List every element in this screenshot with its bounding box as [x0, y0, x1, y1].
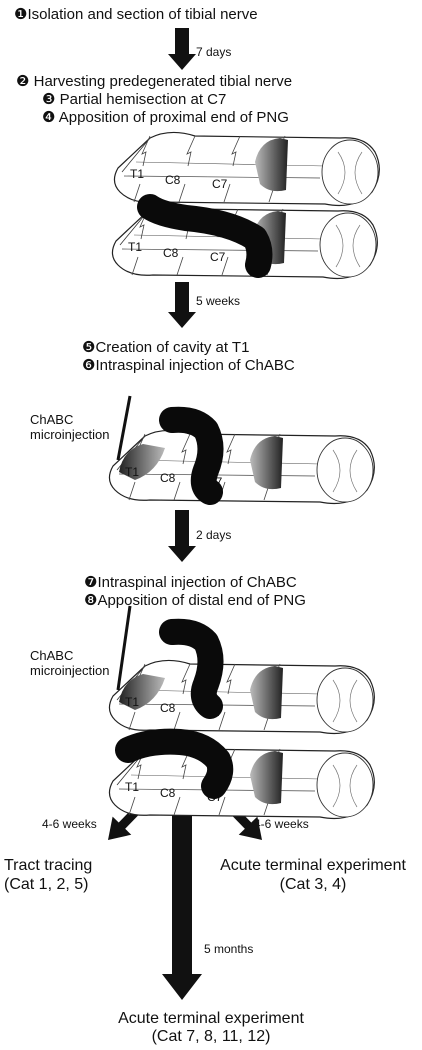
nerve-graft-3	[159, 618, 224, 719]
cord-4-label-t1: T1	[125, 695, 139, 709]
arrow-5-weeks	[168, 282, 196, 328]
cord-3-cross-section	[316, 437, 374, 503]
arrow-7-days	[168, 28, 196, 70]
needle-2	[116, 605, 132, 691]
step-8-text: ❽Apposition of distal end of PNG	[84, 592, 306, 609]
interval-5-months: 5 months	[204, 942, 254, 956]
cord-3-grey-matter	[332, 449, 358, 493]
microinjection-label-1b: microinjection	[30, 427, 110, 442]
cord-3-outline	[108, 429, 375, 505]
cord-4-t1-lesion	[119, 674, 165, 710]
cord-2-root-bot-2	[221, 256, 229, 276]
outcome-right-title: Acute terminal experiment	[220, 857, 406, 874]
cord-1-label-c7: C7	[212, 177, 228, 191]
cord-1-grey-matter	[337, 151, 363, 195]
cord-2-line-1	[121, 248, 319, 252]
cord-3-t1-lesion	[119, 444, 165, 480]
cord-1-root-top-1	[186, 135, 196, 167]
cord-2-label-t1: T1	[128, 240, 142, 254]
microinjection-label-2b: microinjection	[30, 663, 110, 678]
cord-3-line-2	[130, 459, 321, 465]
cord-5-label-c8: C8	[160, 786, 176, 800]
step-3-text: ❸ Partial hemisection at C7	[42, 91, 227, 108]
cord-1-cross-section	[321, 139, 379, 205]
cord-2-cross-section	[319, 212, 377, 278]
outcome-left-cats: (Cat 1, 2, 5)	[4, 876, 89, 893]
cord-5-root-bot-2	[218, 796, 226, 816]
cord-5-cross-section	[316, 752, 374, 818]
needle-1	[116, 395, 132, 461]
step-4-text: ❹ Apposition of proximal end of PNG	[42, 109, 289, 126]
interval-4-6-weeks-left: 4-6 weeks	[42, 817, 97, 831]
nerve-graft-1	[137, 194, 273, 278]
cord-5-label-t1: T1	[125, 780, 139, 794]
cord-1-c7-lesion	[255, 138, 288, 192]
cord-3-label-t1: T1	[125, 465, 139, 479]
cord-5-root-bot-0	[128, 796, 136, 816]
cord-5-c7-lesion	[250, 751, 283, 805]
cord-2-label-c8: C8	[163, 246, 179, 260]
cord-3-root-bot-1	[173, 481, 181, 501]
cord-3-root-bot-0	[128, 481, 136, 501]
cord-4-c7-lesion	[250, 666, 283, 720]
cord-1-outline	[113, 131, 380, 207]
step-7-text: ❼Intraspinal injection of ChABC	[84, 574, 297, 591]
cord-4-root-top-2	[226, 663, 236, 695]
outcome-bottom-title: Acute terminal experiment	[118, 1010, 304, 1027]
step-5-text: ❺Creation of cavity at T1	[82, 339, 250, 356]
cord-1-root-top-2	[231, 135, 241, 167]
cord-3-root-top-1	[181, 433, 191, 465]
cord-4-root-bot-0	[128, 711, 136, 731]
cord-2-root-bot-1	[176, 256, 184, 276]
cord-1-line-2	[135, 161, 326, 167]
step-6-text: ❻Intraspinal injection of ChABC	[82, 357, 295, 374]
step-2-text: ❷ Harvesting predegenerated tibial nerve	[16, 73, 293, 90]
interval-4-6-weeks-right: 4-6 weeks	[254, 817, 309, 831]
cord-5-root-bot-1	[173, 796, 181, 816]
outcome-left-title: Tract tracing	[4, 857, 93, 874]
cord-4-root-top-1	[181, 663, 191, 695]
outcome-right-cats: (Cat 3, 4)	[279, 876, 347, 893]
nerve-graft-2	[159, 406, 224, 505]
cord-4-root-bot-1	[173, 711, 181, 731]
interval-7-days: 7 days	[196, 45, 232, 59]
cord-1-label-t1: T1	[130, 167, 144, 181]
arrow-2-days	[168, 510, 196, 562]
cord-1-label-c8: C8	[165, 173, 181, 187]
cord-1-root-bot-2	[223, 183, 231, 203]
interval-5-weeks: 5 weeks	[196, 294, 241, 308]
cord-3-c7-lesion	[250, 436, 283, 490]
cord-4-outline	[108, 659, 375, 735]
cord-5-grey-matter	[332, 764, 358, 808]
cord-2-grey-matter	[335, 224, 361, 268]
cord-2-label-c7: C7	[210, 250, 226, 264]
cord-5-outline	[108, 744, 375, 820]
cord-1-root-top-0	[141, 135, 151, 167]
nerve-graft-4	[115, 728, 234, 799]
arrow-4-6-weeks-left-head	[108, 816, 132, 840]
cord-1-root-bot-1	[178, 183, 186, 203]
outcome-bottom-cats: (Cat 7, 8, 11, 12)	[151, 1028, 271, 1045]
interval-2-days: 2 days	[196, 528, 232, 542]
cord-1-edge	[121, 137, 151, 173]
cord-4-root-bot-2	[218, 711, 226, 731]
arrow-5-months	[162, 800, 202, 1000]
microinjection-label-1a: ChABC	[30, 412, 74, 427]
cord-4-grey-matter	[332, 679, 358, 723]
cord-1-line-1	[123, 175, 321, 179]
microinjection-label-2a: ChABC	[30, 648, 74, 663]
cord-5-root-top-1	[181, 748, 191, 780]
cord-2-root-bot-0	[131, 256, 139, 276]
cord-4-line-2	[130, 689, 321, 695]
cord-4-cross-section	[316, 667, 374, 733]
cord-3-root-top-2	[226, 433, 236, 465]
cord-3-label-c8: C8	[160, 471, 176, 485]
arrow-4-6-weeks-right-head	[238, 816, 262, 840]
cord-4-label-c8: C8	[160, 701, 176, 715]
cord-1-root-bot-0	[133, 183, 141, 203]
step-1-text: ❶Isolation and section of tibial nerve	[14, 6, 258, 23]
